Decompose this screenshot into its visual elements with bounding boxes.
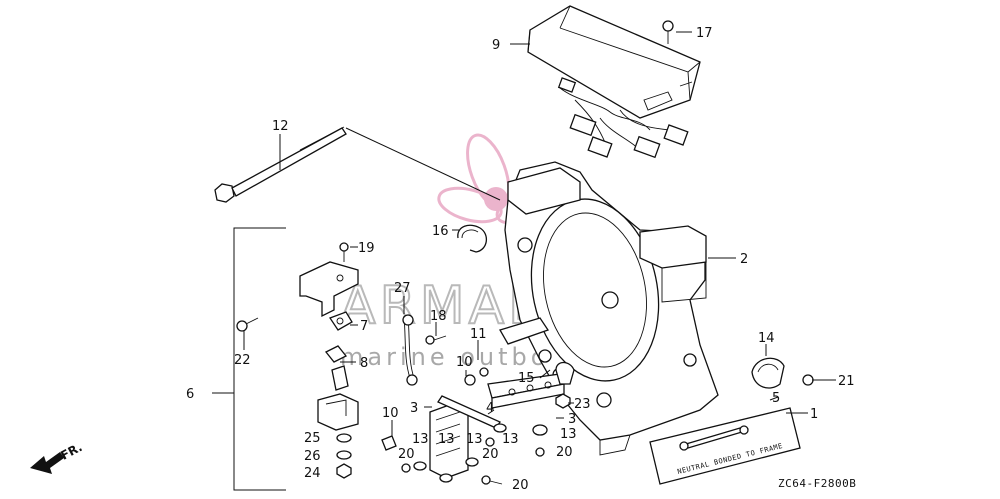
screw-part-18 (425, 335, 447, 345)
callout-26: 26 (304, 449, 321, 464)
nut-part-23 (555, 393, 571, 409)
callout-16: 16 (432, 224, 449, 239)
screw-part-20-c (535, 447, 545, 457)
nut-part-13-a (413, 461, 427, 471)
callout-13-a: 13 (412, 432, 429, 447)
grommet-part-14 (751, 357, 785, 389)
screw-part-20-a (401, 463, 411, 473)
rear-housing-part-2 (504, 161, 719, 456)
callout-20-a: 20 (398, 447, 415, 462)
callout-13-d: 13 (502, 432, 519, 447)
bonding-strap-part-5 (679, 425, 749, 451)
callout-5: 5 (772, 391, 780, 406)
callout-23: 23 (574, 397, 591, 412)
callout-25: 25 (304, 431, 321, 446)
bolt-part-10-lower (381, 435, 397, 451)
callout-4: 4 (486, 401, 494, 416)
callout-13-b: 13 (438, 432, 455, 447)
callout-7: 7 (360, 319, 368, 334)
bracket-part (299, 261, 359, 318)
callout-21: 21 (838, 374, 855, 389)
screw-part-20-b (485, 437, 495, 447)
nut-part-24 (336, 463, 352, 479)
callout-10-lower: 10 (382, 406, 399, 421)
screw-part-22 (236, 317, 259, 332)
washer-part-25 (336, 433, 352, 443)
callout-19: 19 (358, 241, 375, 256)
screw-part-19 (339, 242, 349, 262)
washer-part-26 (336, 450, 352, 460)
callout-8: 8 (360, 356, 368, 371)
nut-part-13-b (439, 473, 453, 483)
bolt-part-10-upper (464, 367, 489, 386)
callout-20-b: 20 (482, 447, 499, 462)
control-box-part-9 (527, 5, 701, 159)
bracket-part-15 (555, 361, 575, 385)
callout-11: 11 (470, 327, 487, 342)
front-direction-arrow-icon: FR. (30, 440, 85, 474)
callout-3-left: 3 (410, 401, 418, 416)
callout-2: 2 (740, 252, 748, 267)
leader-lines (212, 31, 836, 436)
callout-3-right: 3 (568, 412, 576, 427)
callout-13-e: 13 (560, 427, 577, 442)
terminal-part-8 (324, 345, 349, 391)
callout-12: 12 (272, 119, 289, 134)
callout-labels: 9 17 12 2 16 19 27 7 18 11 22 8 6 10 15 … (186, 26, 855, 493)
nut-part-13-c (465, 457, 479, 467)
clamp-part-16 (457, 224, 487, 253)
callout-14: 14 (758, 331, 775, 346)
callout-6: 6 (186, 387, 194, 402)
ground-wire-part-27 (402, 314, 418, 386)
terminal-part-7 (329, 311, 353, 331)
nut-part-13-e (532, 424, 548, 436)
callout-24: 24 (304, 466, 321, 481)
callout-22: 22 (234, 353, 251, 368)
callout-9: 9 (492, 38, 500, 53)
callout-20-d: 20 (512, 478, 529, 493)
switch-block (317, 393, 359, 431)
callout-15: 15 (518, 371, 535, 386)
drawing-code: ZC64-F2800B (778, 477, 856, 490)
callout-18: 18 (430, 309, 447, 324)
nut-part-13-d (493, 423, 507, 433)
callout-27: 27 (394, 281, 411, 296)
bracket-assembly-outline (233, 227, 286, 491)
long-bolt-part-12 (214, 126, 347, 203)
callout-10-upper: 10 (456, 355, 473, 370)
direction-label: FR. (58, 440, 84, 463)
callout-17: 17 (696, 26, 713, 41)
connector-part-11 (499, 317, 552, 363)
callout-20-c: 20 (556, 445, 573, 460)
callout-1: 1 (810, 407, 818, 422)
screw-part-17 (662, 20, 674, 44)
callout-13-c: 13 (466, 432, 483, 447)
screw-part-20-d (481, 475, 503, 485)
